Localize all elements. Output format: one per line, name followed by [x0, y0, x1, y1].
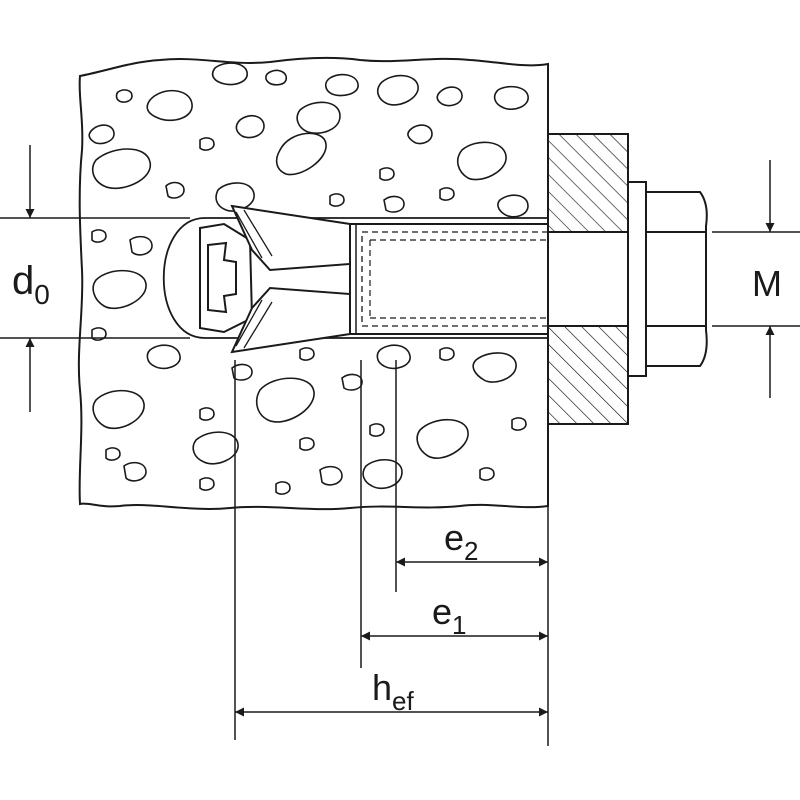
- d0-label: d0: [12, 259, 50, 310]
- anchor-expansion-part: [199, 204, 351, 354]
- hef-label: hef: [372, 667, 414, 716]
- anchor-sleeve: [349, 223, 549, 335]
- m-label: M: [752, 263, 782, 304]
- dimension-d0: [0, 145, 190, 412]
- expansion-segment-top: [230, 204, 351, 272]
- bolt-shaft: [547, 231, 637, 327]
- concrete-aggregate: [88, 62, 529, 495]
- bolt-head: [627, 181, 708, 377]
- e2-label: e2: [444, 517, 479, 566]
- washer: [627, 181, 647, 377]
- e1-label: e1: [432, 591, 467, 640]
- cone-inner-detail: [207, 241, 237, 314]
- dimension-m: [712, 160, 800, 398]
- extension-lines: [234, 360, 549, 746]
- fixture-plate: [547, 133, 629, 425]
- expansion-segment-bottom: [230, 286, 351, 354]
- hex-head: [645, 191, 708, 367]
